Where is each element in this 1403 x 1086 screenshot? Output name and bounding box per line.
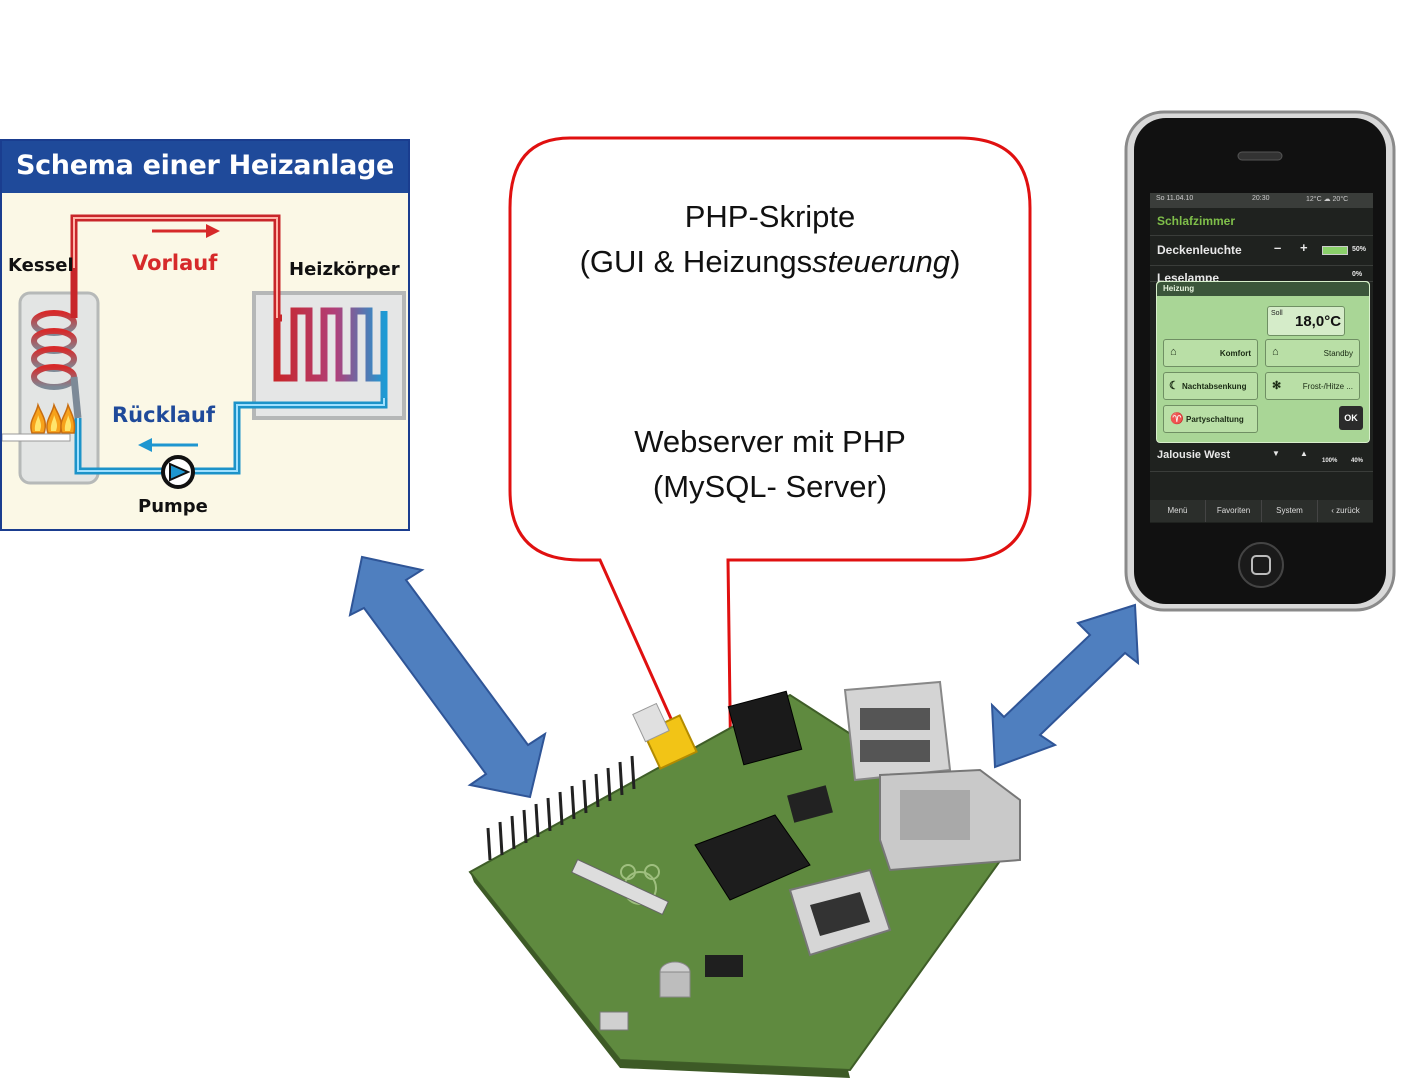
double-arrow-left: [348, 555, 547, 799]
footer-menu-button[interactable]: Menü: [1150, 500, 1206, 522]
usb-ports: [843, 680, 952, 782]
heizung-popup: Heizung Soll 18,0°C ⌂ Komfort ⌂ Standby …: [1156, 281, 1370, 443]
dim-up-button[interactable]: +: [1300, 240, 1308, 255]
jalousie-value-1: 100%: [1322, 458, 1338, 464]
dsi-connector: [571, 858, 669, 916]
room-header: Schlafzimmer: [1150, 207, 1373, 236]
frost-button[interactable]: ✻ Frost-/Hitze ...: [1265, 372, 1360, 400]
soll-label: Soll: [1271, 310, 1283, 317]
micro-usb-port: [599, 1011, 629, 1031]
radiator-coil: [273, 307, 388, 398]
jalousie-value-2: 40%: [1351, 458, 1364, 464]
speech-bubble-outline: [508, 136, 1032, 856]
row-deckenleuchte-label: Deckenleuchte: [1157, 243, 1242, 257]
double-arrow-right: [990, 603, 1140, 769]
ok-button[interactable]: OK: [1339, 406, 1363, 430]
level-bar-icon: [1322, 246, 1348, 255]
row-jalousie-west[interactable]: Jalousie West ▼ ▲ 100% 40%: [1150, 441, 1373, 472]
label-vorlauf: Vorlauf: [132, 251, 218, 275]
label-heizkoerper: Heizkörper: [289, 259, 400, 280]
phone-status-bar: So 11.04.10 20:30 12°C ☁ 20°C: [1150, 193, 1373, 208]
status-time: 20:30: [1252, 195, 1270, 202]
bubble-line-mysql: (MySQL- Server): [652, 469, 888, 504]
bubble-line2-prefix: (GUI & Heizungs: [579, 244, 813, 279]
moon-icon: ☾: [1169, 380, 1179, 392]
bubble-line-php-scripts: PHP-Skripte: [684, 199, 856, 234]
voltage-regulator: [705, 955, 743, 977]
burner-flames-icon: [2, 402, 76, 442]
row-leselampe-value: 0%: [1352, 271, 1363, 278]
status-date: So 11.04.10: [1156, 195, 1194, 202]
setpoint-display: Soll 18,0°C: [1267, 306, 1345, 336]
snowflake-icon: ✻: [1272, 380, 1282, 392]
room-title: Schlafzimmer: [1157, 214, 1236, 228]
vorlauf-arrow-icon: [152, 224, 220, 238]
walk-house-icon: ⌂: [1272, 346, 1279, 358]
footer-system-button[interactable]: System: [1262, 500, 1318, 522]
audio-connector: [727, 690, 803, 766]
raspberry-pi-board: [468, 680, 1021, 1078]
bubble-line2-italic: steuerung: [812, 244, 951, 279]
bubble-line2-suffix: ): [950, 244, 961, 279]
home-button-icon: [1238, 542, 1284, 588]
komfort-button[interactable]: ⌂ Komfort: [1163, 339, 1258, 367]
rca-connector: [632, 702, 698, 770]
bubble-line-webserver: Webserver mit PHP: [634, 424, 906, 459]
earpiece-icon: [1237, 151, 1283, 161]
ethernet-port: [879, 768, 1021, 872]
standby-button[interactable]: ⌂ Standby: [1265, 339, 1360, 367]
gpio-pins: [486, 755, 636, 861]
heating-circuit-diagram: [2, 214, 406, 489]
soc-chip: [694, 814, 811, 901]
blind-up-icon[interactable]: ▲: [1300, 449, 1308, 458]
row-deckenleuchte[interactable]: Deckenleuchte – + 50%: [1150, 235, 1373, 266]
status-temps: 12°C ☁ 20°C: [1306, 196, 1349, 203]
house-icon: ⌂: [1170, 346, 1177, 358]
footer-back-button[interactable]: ‹ zurück: [1318, 500, 1373, 522]
ruecklauf-arrow-icon: [138, 438, 198, 452]
pump-icon: [161, 455, 195, 489]
label-pumpe: Pumpe: [138, 496, 208, 517]
nachtabsenkung-button[interactable]: ☾ Nachtabsenkung: [1163, 372, 1258, 400]
row-jalousie-label: Jalousie West: [1157, 449, 1231, 461]
schema-title: Schema einer Heizanlage: [2, 141, 408, 193]
row-deckenleuchte-value: 50%: [1352, 246, 1367, 253]
label-ruecklauf: Rücklauf: [112, 403, 215, 427]
phone-screen: So 11.04.10 20:30 12°C ☁ 20°C Schlafzimm…: [1150, 193, 1373, 523]
heating-schema-panel: Schema einer Heizanlage: [0, 139, 410, 531]
soll-value: 18,0°C: [1295, 313, 1342, 330]
speech-bubble: [508, 136, 1032, 856]
glasses-icon: ♈: [1170, 413, 1184, 425]
bubble-line-gui: (GUI & Heizungssteuerung): [510, 242, 1030, 282]
dim-down-button[interactable]: –: [1274, 240, 1282, 255]
row-leselampe[interactable]: Leselampe 0%: [1150, 265, 1373, 285]
small-chip: [787, 785, 833, 823]
footer-favoriten-button[interactable]: Favoriten: [1206, 500, 1262, 522]
popup-title: Heizung: [1163, 284, 1195, 293]
blind-down-icon[interactable]: ▼: [1272, 449, 1280, 458]
partyschaltung-button[interactable]: ♈ Partyschaltung: [1163, 405, 1258, 433]
label-kessel: Kessel: [8, 255, 74, 276]
